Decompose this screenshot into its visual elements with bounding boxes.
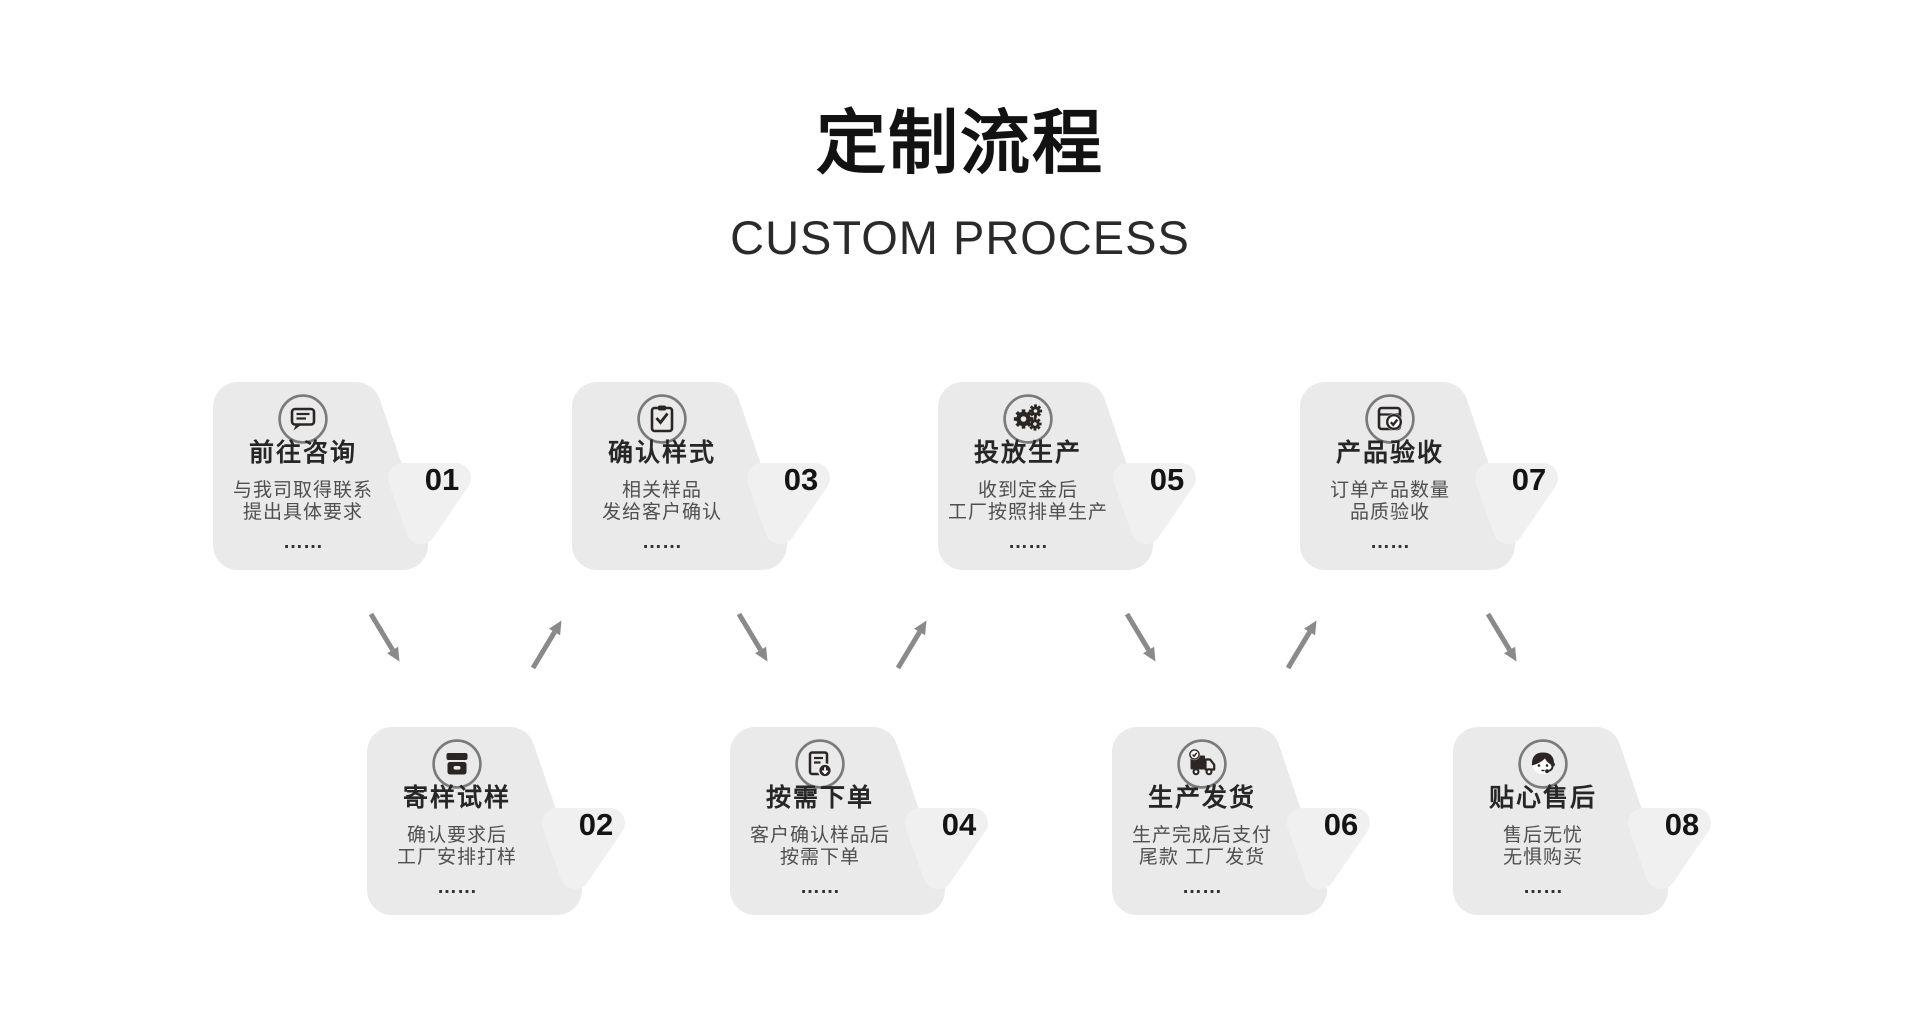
gears-icon: [1002, 393, 1054, 445]
step-number: 07: [1511, 462, 1547, 497]
page-subtitle: CUSTOM PROCESS: [730, 211, 1190, 264]
card-shape: [938, 382, 1196, 570]
step-desc-line: 按需下单: [779, 846, 860, 868]
ellipsis: ……: [1523, 876, 1563, 898]
flow-arrow-up-icon: [530, 620, 562, 670]
product-inspection-icon: [1364, 393, 1416, 445]
card-shape: [367, 727, 625, 915]
step-desc-line: 尾款 工厂发货: [1138, 846, 1266, 868]
step-title: 寄样试样: [402, 784, 511, 812]
step-desc-line: 相关样品: [621, 480, 702, 501]
step-desc-line: 品质验收: [1349, 501, 1430, 523]
order-download-icon: [794, 738, 846, 790]
card-shape: [213, 382, 471, 570]
step-card-03: 确认样式 相关样品 发给客户确认 …… 03: [572, 382, 852, 572]
flow-arrow-down-icon: [1124, 612, 1156, 662]
card-shape: [730, 727, 988, 915]
step-desc-line: 发给客户确认: [601, 501, 722, 523]
card-shape: [1300, 382, 1558, 570]
chat-bubble-icon: [277, 393, 329, 445]
step-card-08: 贴心售后 售后无忧 无惧购买 …… 08: [1453, 727, 1733, 917]
step-desc-line: 客户确认样品后: [749, 825, 890, 846]
step-card-01: 前往咨询 与我司取得联系 提出具体要求 …… 01: [213, 382, 493, 572]
step-title: 确认样式: [607, 439, 716, 467]
ellipsis: ……: [283, 531, 323, 553]
ellipsis: ……: [1008, 531, 1048, 553]
step-desc-line: 售后无忧: [1502, 825, 1583, 846]
delivery-truck-icon: [1176, 738, 1228, 790]
flow-arrow-down-icon: [736, 612, 768, 662]
step-number: 01: [424, 462, 460, 497]
flow-arrow-down-icon: [1485, 612, 1517, 662]
step-number: 04: [941, 807, 977, 842]
step-number: 06: [1323, 807, 1359, 842]
step-desc-line: 提出具体要求: [242, 501, 363, 523]
ellipsis: ……: [1370, 531, 1410, 553]
step-title: 生产发货: [1147, 784, 1256, 812]
card-shape: [1453, 727, 1711, 915]
step-number: 05: [1149, 462, 1185, 497]
step-card-05: 投放生产 收到定金后 工厂按照排单生产 …… 05: [938, 382, 1218, 572]
step-desc-line: 收到定金后: [977, 480, 1078, 501]
step-number: 03: [783, 462, 819, 497]
flow-arrow-up-icon: [1285, 620, 1317, 670]
step-title: 前往咨询: [248, 439, 357, 467]
card-shape: [1112, 727, 1370, 915]
flow-arrow-down-icon: [368, 612, 400, 662]
step-desc-line: 与我司取得联系: [232, 480, 373, 501]
step-number: 08: [1664, 807, 1700, 842]
step-title: 按需下单: [765, 784, 874, 812]
step-title: 贴心售后: [1488, 784, 1597, 812]
step-desc-line: 工厂按照排单生产: [947, 501, 1108, 523]
step-desc-line: 无惧购买: [1502, 846, 1583, 868]
step-number: 02: [578, 807, 614, 842]
ellipsis: ……: [1182, 876, 1222, 898]
step-title: 投放生产: [973, 439, 1082, 467]
card-shape: [572, 382, 830, 570]
step-desc-line: 确认要求后: [406, 825, 507, 846]
clipboard-check-icon: [636, 393, 688, 445]
step-desc-line: 工厂安排打样: [396, 846, 517, 868]
ellipsis: ……: [437, 876, 477, 898]
step-card-04: 按需下单 客户确认样品后 按需下单 …… 04: [730, 727, 1010, 917]
sample-box-icon: [431, 738, 483, 790]
step-title: 产品验收: [1335, 439, 1444, 467]
ellipsis: ……: [642, 531, 682, 553]
step-card-07: 产品验收 订单产品数量 品质验收 …… 07: [1300, 382, 1580, 572]
customer-service-icon: [1517, 738, 1569, 790]
flow-arrow-up-icon: [895, 620, 927, 670]
ellipsis: ……: [800, 876, 840, 898]
page-title: 定制流程: [816, 104, 1104, 182]
step-card-06: 生产发货 生产完成后支付 尾款 工厂发货 …… 06: [1112, 727, 1392, 917]
step-desc-line: 生产完成后支付: [1131, 825, 1272, 846]
step-card-02: 寄样试样 确认要求后 工厂安排打样 …… 02: [367, 727, 647, 917]
step-desc-line: 订单产品数量: [1329, 480, 1450, 501]
